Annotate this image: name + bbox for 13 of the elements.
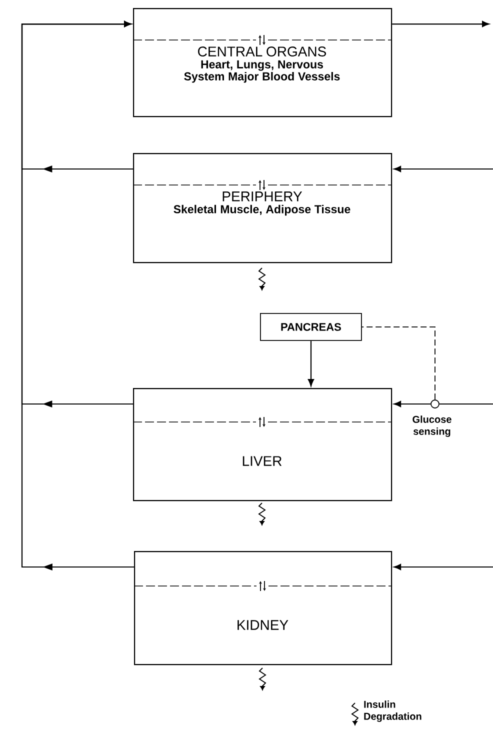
node-label: Glucose sensing	[412, 416, 452, 437]
arrow	[394, 400, 431, 408]
legend-text: Insulin Degradation	[364, 700, 422, 722]
organ-box: KIDNEY	[134, 551, 392, 666]
arrow	[394, 166, 493, 172]
organ-box: LIVER	[133, 388, 392, 502]
organ-box: PANCREAS	[260, 313, 362, 341]
arrow	[21, 20, 134, 570]
organ-box: CENTRAL ORGANS Heart, Lungs, Nervous System Major Blood Vessels	[133, 8, 392, 118]
arrow	[308, 340, 314, 386]
arrow	[394, 564, 493, 570]
arrow	[392, 20, 490, 28]
organ-box: PERIPHERY Skeletal Muscle, Adipose Tissue	[133, 153, 392, 264]
